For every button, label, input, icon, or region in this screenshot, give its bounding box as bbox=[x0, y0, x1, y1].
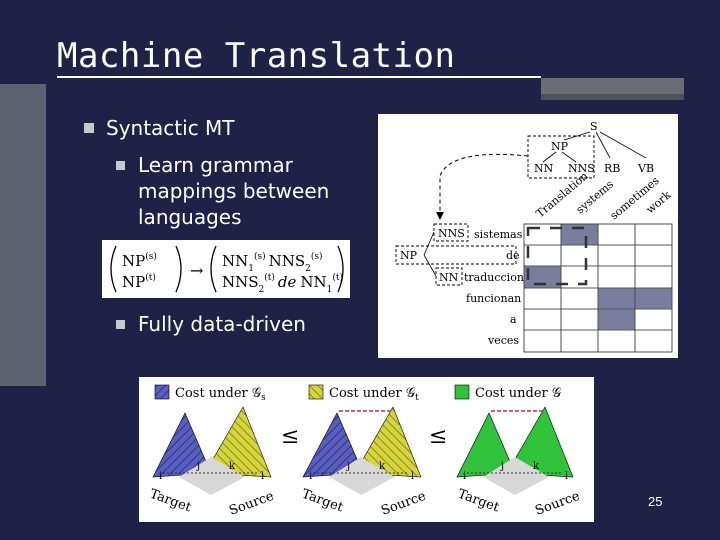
svg-text:Cost under 𝒢s: Cost under 𝒢s bbox=[175, 386, 266, 403]
tree-node-nn: NN bbox=[534, 162, 554, 175]
left-accent-bar bbox=[0, 84, 46, 386]
svg-text:→: → bbox=[190, 261, 203, 280]
svg-text:j: j bbox=[346, 461, 350, 472]
svg-text:Source: Source bbox=[533, 489, 582, 519]
svg-text:Target: Target bbox=[456, 487, 502, 516]
svg-text:NN1(s)NNS2(s): NN1(s)NNS2(s) bbox=[222, 251, 323, 274]
arrow-head-icon bbox=[436, 212, 444, 220]
tree-node-vb: VB bbox=[637, 162, 654, 175]
svg-text:i: i bbox=[309, 471, 312, 482]
svg-text:l: l bbox=[411, 471, 414, 482]
bullet-square-icon bbox=[84, 123, 94, 133]
alignment-cell-filled bbox=[561, 224, 598, 245]
bullet-sub-1-line-1: Learn grammar bbox=[138, 153, 293, 177]
svg-text:Source: Source bbox=[227, 489, 276, 519]
alignment-cell-filled bbox=[635, 288, 672, 309]
title-underline bbox=[57, 76, 541, 78]
target-word: funcionan bbox=[466, 292, 521, 305]
legend-swatch-green bbox=[454, 384, 470, 400]
svg-text:k: k bbox=[229, 461, 236, 472]
alignment-cell-filled bbox=[524, 266, 561, 288]
page-number: 25 bbox=[648, 494, 663, 509]
bullet-sub-2: Fully data-driven bbox=[138, 312, 306, 336]
leq-symbol: ≤ bbox=[281, 424, 299, 449]
bullet-square-icon bbox=[116, 320, 125, 329]
alignment-cell-filled bbox=[598, 309, 635, 330]
svg-text:Cost under 𝒢: Cost under 𝒢 bbox=[475, 386, 561, 401]
tree-node-np: NP bbox=[551, 140, 569, 153]
target-tag-np: NP bbox=[400, 249, 418, 262]
cost-comparison-figure: Cost under 𝒢s Cost under 𝒢t Cost under 𝒢… bbox=[139, 377, 594, 522]
svg-text:i: i bbox=[159, 471, 162, 482]
cost-panel-1: i j k l Target Source bbox=[148, 406, 276, 519]
target-tag-nn: NN bbox=[439, 271, 459, 284]
svg-text:Cost under 𝒢t: Cost under 𝒢t bbox=[329, 386, 419, 403]
target-word: sistemas bbox=[474, 228, 523, 241]
svg-text:j: j bbox=[500, 461, 504, 472]
svg-text:j: j bbox=[196, 461, 200, 472]
target-tag-nns: NNS bbox=[438, 227, 465, 240]
phrase-pair-dashed-box bbox=[526, 226, 588, 286]
cost-svg: Cost under 𝒢s Cost under 𝒢t Cost under 𝒢… bbox=[148, 384, 582, 519]
svg-text:NP(s): NP(s) bbox=[122, 251, 157, 270]
cost-panel-3: i j k l Target Source bbox=[456, 406, 582, 519]
tree-node-s: S bbox=[590, 120, 598, 133]
tree-np-dashed-box bbox=[527, 135, 595, 179]
title-decoration bbox=[541, 78, 684, 94]
alignment-svg: S NP NN NNS RB VB Translation systems so… bbox=[395, 120, 674, 353]
cost-panel-2: i j k l Target Source bbox=[300, 406, 428, 519]
tree-node-rb: RB bbox=[604, 162, 620, 175]
svg-text:l: l bbox=[261, 471, 264, 482]
svg-text:Target: Target bbox=[148, 487, 194, 516]
bullet-square-icon bbox=[116, 161, 125, 170]
svg-text:l: l bbox=[565, 471, 568, 482]
slide-title: Machine Translation bbox=[57, 36, 456, 76]
legend-swatch-blue bbox=[154, 384, 170, 400]
bullet-sub-1-line-2: mappings between bbox=[138, 179, 330, 203]
svg-text:k: k bbox=[379, 461, 386, 472]
legend-swatch-yellow bbox=[308, 384, 324, 400]
leq-symbol: ≤ bbox=[429, 424, 447, 449]
bullet-sub-1-line-3: languages bbox=[138, 205, 242, 229]
svg-text:Source: Source bbox=[379, 489, 428, 519]
alignment-grid bbox=[523, 223, 673, 353]
svg-text:NP(t): NP(t) bbox=[122, 272, 156, 291]
target-word: veces bbox=[487, 334, 519, 347]
target-word: traduccion bbox=[464, 271, 524, 284]
mapping-arrow bbox=[439, 153, 529, 214]
target-word: de bbox=[506, 249, 520, 262]
tree-node-nns: NNS bbox=[568, 162, 595, 175]
target-word: a bbox=[510, 313, 517, 326]
bullet-main: Syntactic MT bbox=[106, 116, 235, 140]
alignment-cell-filled bbox=[598, 288, 635, 309]
alignment-grid-figure: S NP NN NNS RB VB Translation systems so… bbox=[378, 114, 678, 358]
svg-text:Target: Target bbox=[300, 487, 346, 516]
svg-text:k: k bbox=[533, 461, 540, 472]
svg-text:i: i bbox=[463, 471, 466, 482]
title-decoration-lower bbox=[541, 94, 684, 100]
